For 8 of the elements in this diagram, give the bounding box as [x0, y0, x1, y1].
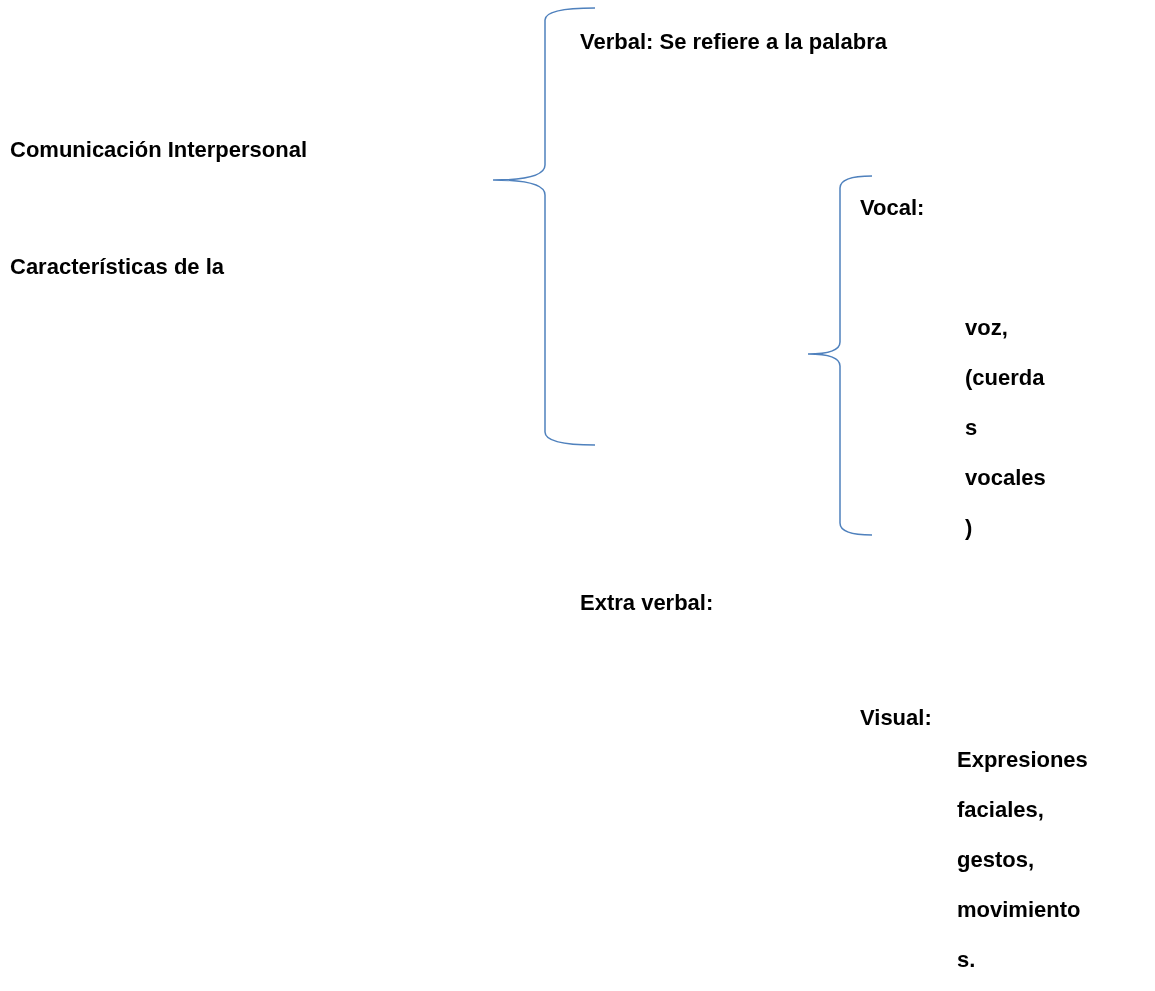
- label-text: Características de la: [10, 253, 225, 281]
- label-text: Visual:: [860, 704, 932, 732]
- label-text: voz, (cuerdas vocales): [965, 314, 1047, 542]
- label-text: Comunicación Interpersonal: [10, 136, 308, 164]
- label-text: Vocal:: [860, 194, 925, 222]
- label-text: Expresiones faciales, gestos, movimientos.: [957, 746, 1089, 974]
- label-text: Extra verbal:: [580, 589, 714, 617]
- label-text: Verbal: Se refiere a la palabra: [580, 28, 887, 56]
